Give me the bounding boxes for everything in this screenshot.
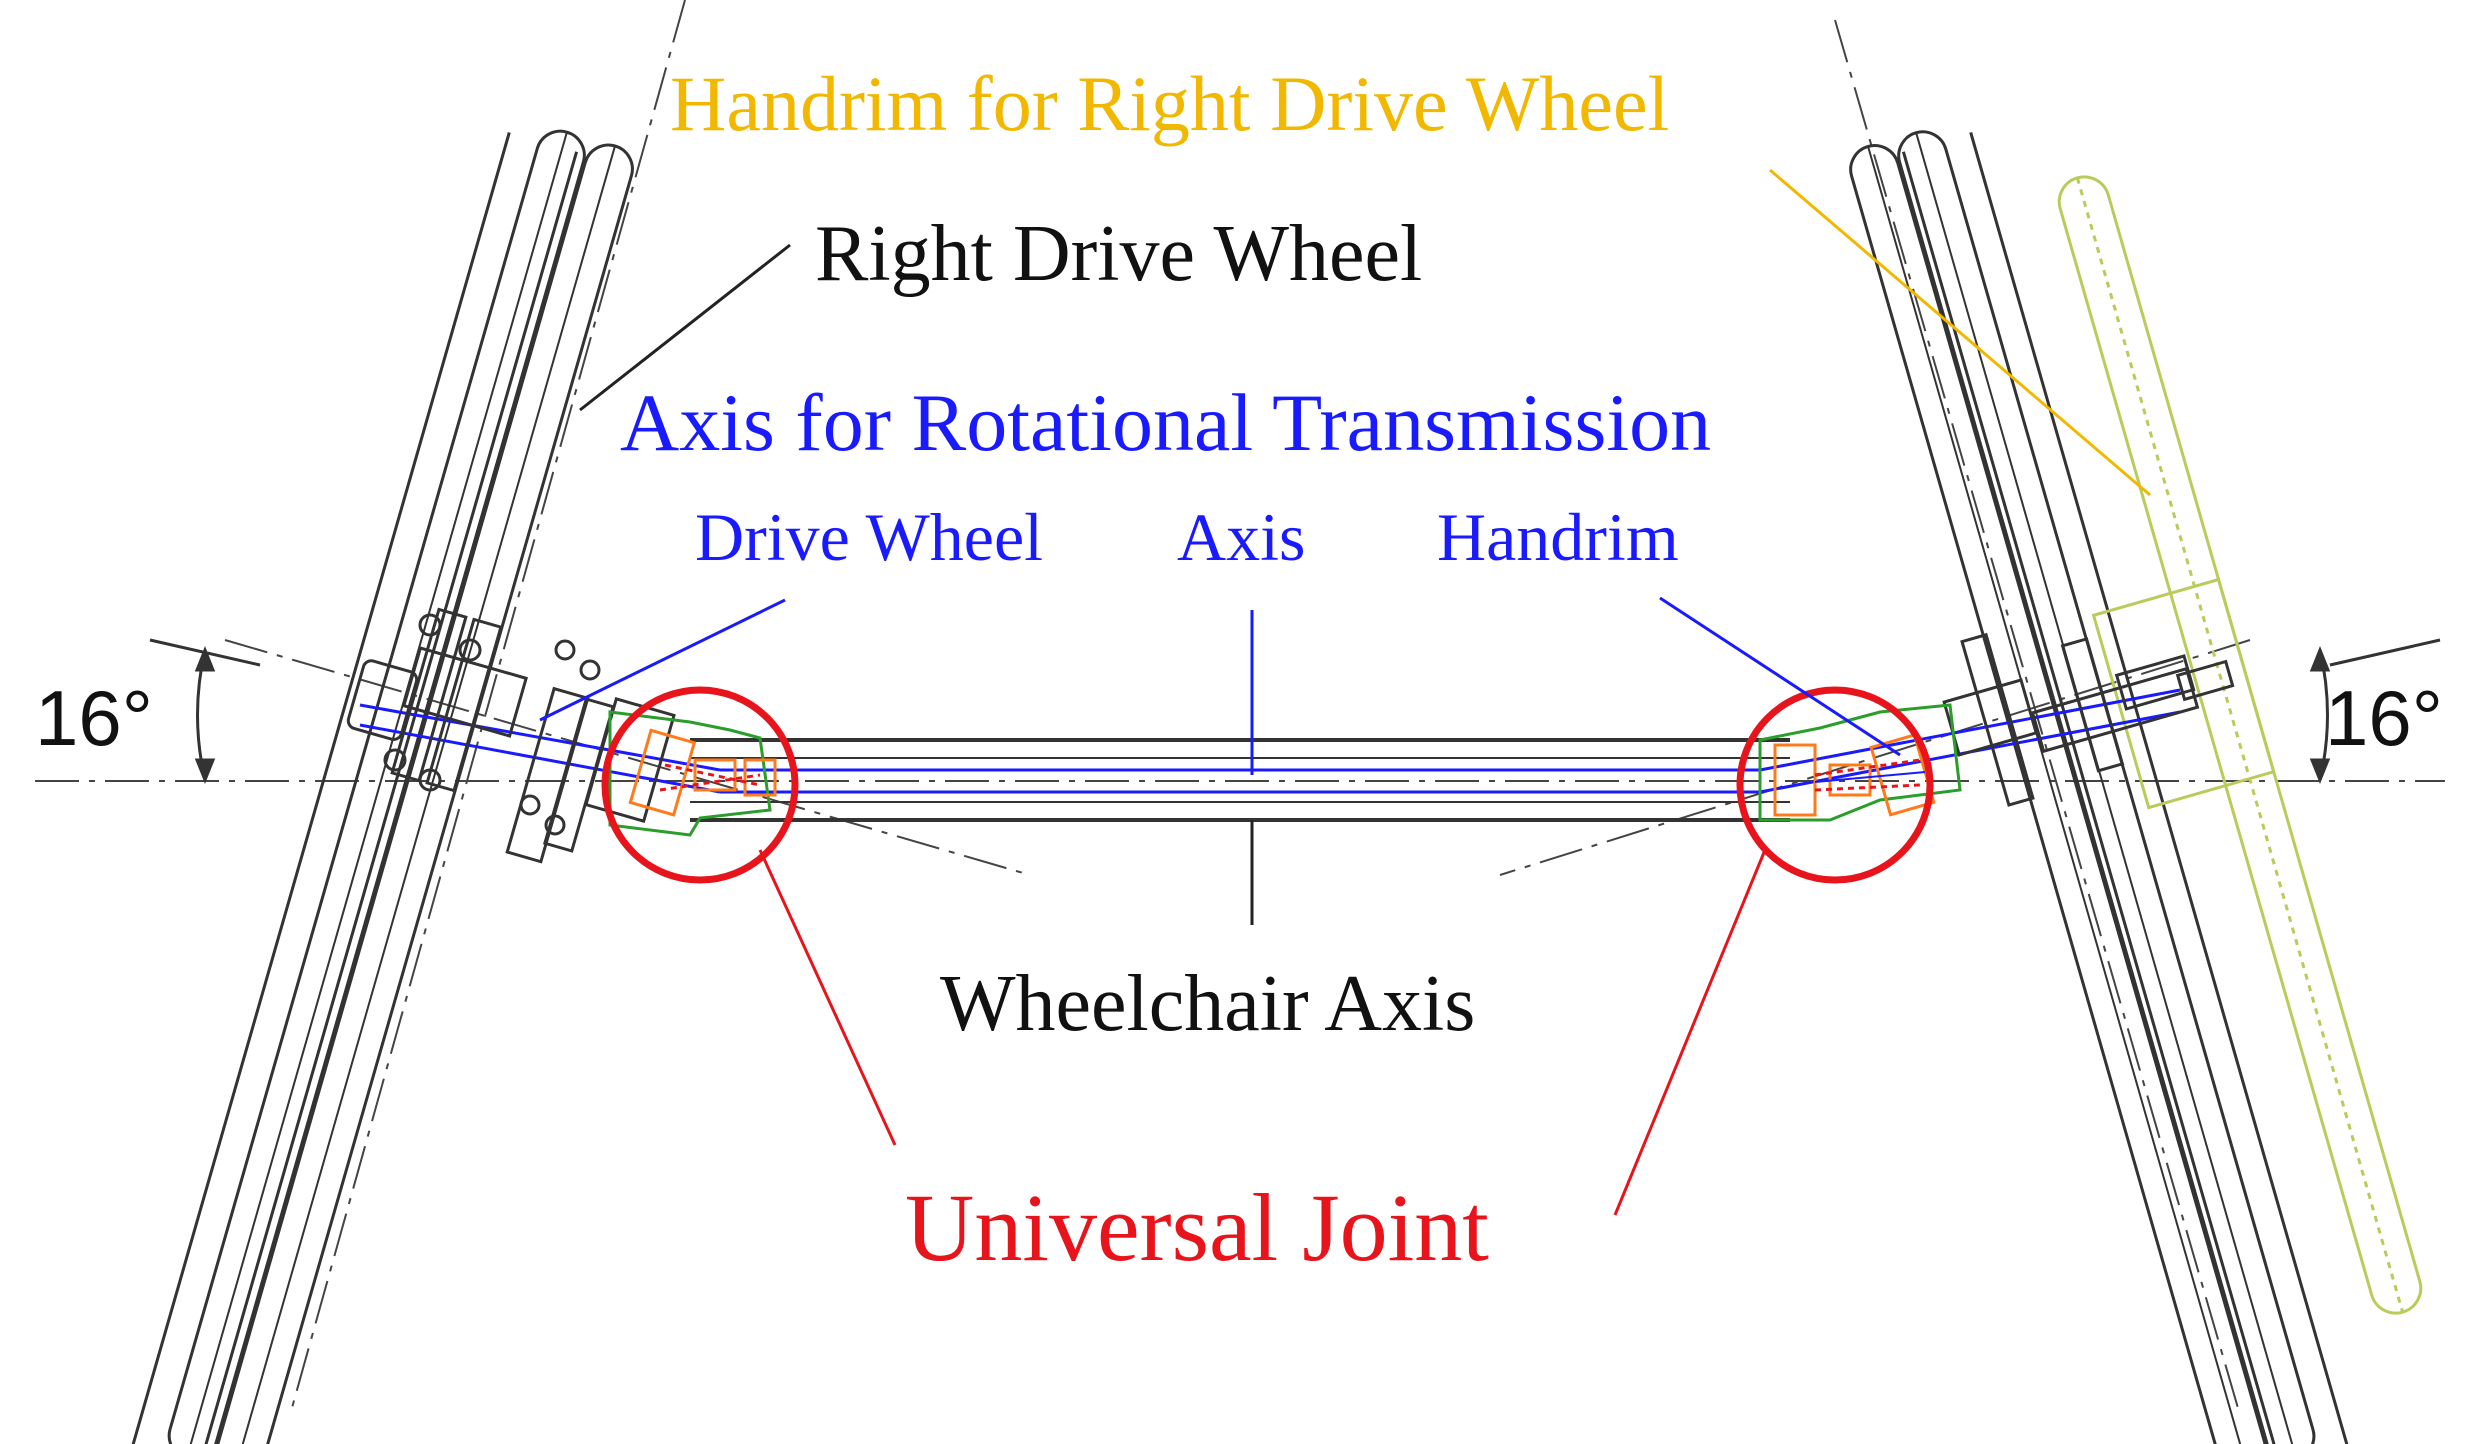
handrim-label: Handrim — [1437, 499, 1679, 575]
right-universal-joint-circle — [1736, 686, 1934, 884]
right-drive-wheel — [1849, 130, 2316, 1444]
handrim-right-leader — [1769, 168, 2151, 497]
handrim-leader — [1659, 596, 1901, 757]
right-drive-wheel-label: Right Drive Wheel — [815, 210, 1422, 298]
wheelchair-axis-tube — [690, 738, 1790, 822]
left-hub-assembly — [346, 607, 676, 864]
right-angle-dimension — [2309, 638, 2441, 785]
wheelchair-axis-label: Wheelchair Axis — [940, 960, 1475, 1048]
drive-wheel-leader — [539, 598, 786, 722]
left-coupling — [608, 710, 777, 837]
universal-joint-circles — [601, 686, 1934, 884]
right-angle-label: 16° — [2325, 674, 2443, 762]
left-drive-wheel — [167, 129, 634, 1444]
right-handrim — [2057, 175, 2423, 1315]
drive-wheel-label: Drive Wheel — [695, 499, 1043, 575]
left-angle-label: 16° — [35, 674, 153, 762]
right-drive-wheel-leader — [579, 243, 791, 412]
left-drive-wheel-outer — [121, 132, 579, 1444]
right-drive-wheel-outer — [1901, 132, 2359, 1444]
left-universal-joint-circle — [601, 686, 799, 884]
leader-lines — [539, 168, 2151, 1216]
left-angle-dimension — [149, 638, 261, 785]
axis-label: Axis — [1177, 499, 1305, 575]
left-universal-joint-leader — [758, 849, 897, 1146]
right-coupling — [1758, 703, 1962, 822]
right-universal-joint-leader — [1613, 849, 1767, 1216]
axis-for-rotational-transmission-label: Axis for Rotational Transmission — [620, 377, 1711, 468]
universal-joint-label: Universal Joint — [905, 1174, 1489, 1281]
handrim-right-drive-wheel-label: Handrim for Right Drive Wheel — [670, 60, 1669, 147]
